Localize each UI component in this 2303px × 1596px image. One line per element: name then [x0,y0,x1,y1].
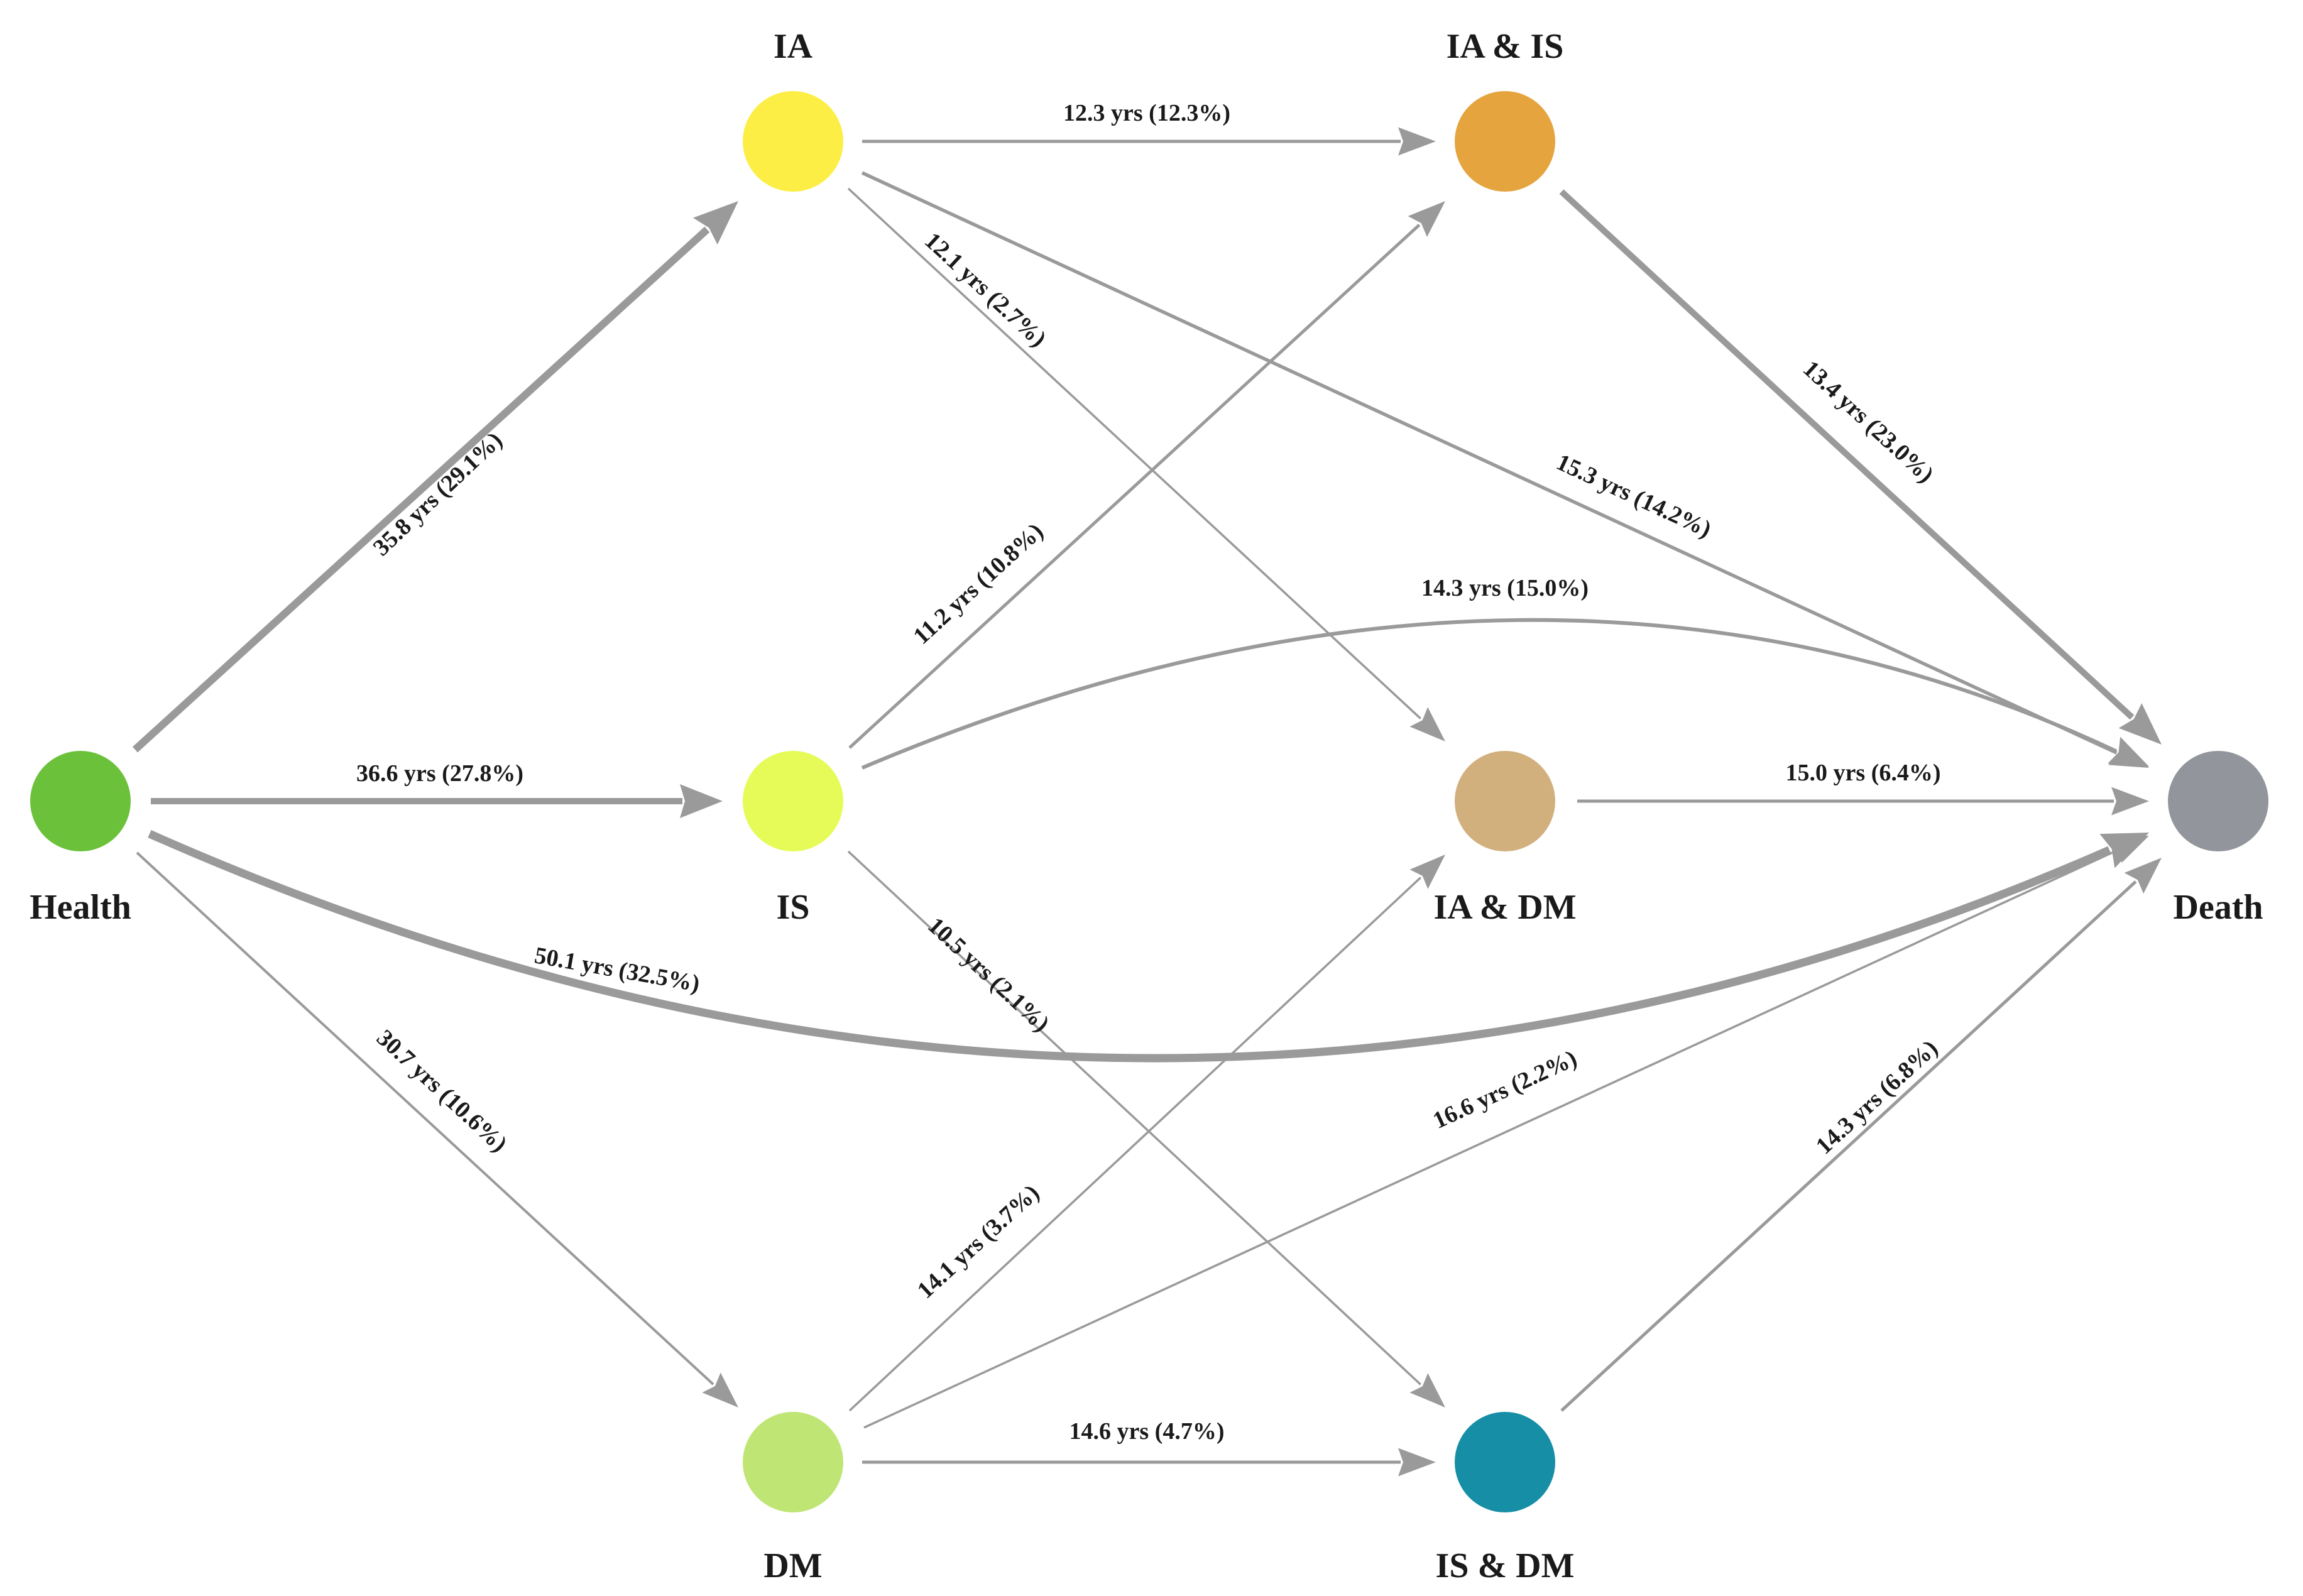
edge-health-to-ia [132,201,738,753]
state-circle [1455,1412,1555,1512]
edge-label: 12.3 yrs (12.3%) [1063,100,1230,126]
arrowhead [692,201,738,245]
edge-ia-to-ia_dm [847,187,1445,741]
edge-line [847,850,1421,1386]
state-label: IS [777,888,810,927]
node-ia-dm: IA & DM [1433,751,1577,927]
node-death: Death [2168,751,2268,927]
edge-line [136,851,714,1386]
edge-ia-to-ia_is [862,127,1436,156]
edge-label: 13.4 yrs (23.0%) [1798,356,1939,488]
arrowhead [2124,858,2162,894]
edge-ia_is-to-death [1559,189,2162,745]
state-label: DM [763,1546,822,1585]
arrowhead [2118,703,2162,745]
edge-is_dm-to-death [1560,858,2162,1412]
node-is: IS [743,751,843,927]
edge-dm-to-ia_dm [848,855,1445,1412]
state-circle [743,751,843,851]
edge-label: 30.7 yrs (10.6%) [371,1025,512,1157]
arrowhead [1398,1448,1436,1477]
state-circle [743,1412,843,1512]
edge-label: 12.1 yrs (2.7%) [919,227,1051,353]
edge-label: 10.5 yrs (2.1%) [922,912,1054,1037]
edge-dm-to-is_dm [862,1448,1436,1477]
arrowhead [2111,787,2149,816]
edge-label: 50.1 yrs (32.5%) [532,942,701,997]
edge-line [847,187,1421,719]
edge-line [848,877,1422,1412]
edge-line [861,618,2118,770]
edge-is-to-death [861,618,2149,770]
edge-label: 35.8 yrs (29.1%) [368,427,508,562]
edge-label: 36.6 yrs (27.8%) [356,760,523,787]
edge-label: 14.1 yrs (3.7%) [912,1179,1044,1304]
arrowhead [2110,836,2149,863]
edge-line [863,848,2120,1429]
state-circle [2168,751,2268,851]
arrowhead [1409,1373,1445,1407]
edge-line [132,226,710,753]
edge-labels-layer: 35.8 yrs (29.1%) 36.6 yrs (27.8%) 50.1 yrs… [356,100,1943,1445]
arrowhead [702,1372,738,1407]
edge-label: 14.3 yrs (6.8%) [1811,1035,1943,1159]
arrowhead [2108,736,2149,767]
edge-health-to-is [151,784,723,818]
edge-line [1559,189,2135,720]
state-label: IA & DM [1433,888,1576,927]
edge-label: 16.6 yrs (2.2%) [1429,1045,1581,1134]
edge-label: 15.0 yrs (6.4%) [1786,760,1941,786]
edges-layer [132,127,2162,1477]
arrowhead [1409,707,1445,741]
edge-is-to-ia_is [848,201,1445,749]
state-circle [1455,751,1555,851]
edge-label: 14.3 yrs (15.0%) [1421,575,1589,601]
edge-health-to-dm [136,851,738,1407]
node-health: Health [30,751,131,927]
node-dm: DM [743,1412,843,1585]
edge-label: 14.6 yrs (4.7%) [1069,1418,1225,1445]
state-label: Death [2173,888,2263,927]
arrowhead [1408,201,1445,238]
nodes-layer: Health IA IS DM IA & IS IA & DM IS & DM Death [30,27,2268,1585]
state-circle [1455,91,1555,192]
edge-is-to-is_dm [847,850,1445,1407]
arrowhead [1398,127,1436,156]
node-ia: IA [743,27,843,192]
state-circle [743,91,843,192]
edge-ia-to-death [861,171,2149,768]
state-circle [30,751,131,851]
edge-health-to-death [148,830,2149,1063]
edge-dm-to-death [863,836,2149,1429]
node-ia-is: IA & IS [1447,27,1564,192]
arrowhead [680,784,723,818]
edge-line [1560,880,2137,1412]
state-label: IS & DM [1436,1546,1575,1585]
edge-line [861,171,2118,755]
node-is-dm: IS & DM [1436,1412,1575,1585]
state-label: IA [774,27,813,66]
edge-line [848,224,1421,749]
state-label: Health [30,888,131,927]
edge-line [148,830,2111,1063]
state-label: IA & IS [1447,27,1564,66]
arrowhead [1409,855,1445,889]
edge-ia_dm-to-death [1577,787,2149,816]
